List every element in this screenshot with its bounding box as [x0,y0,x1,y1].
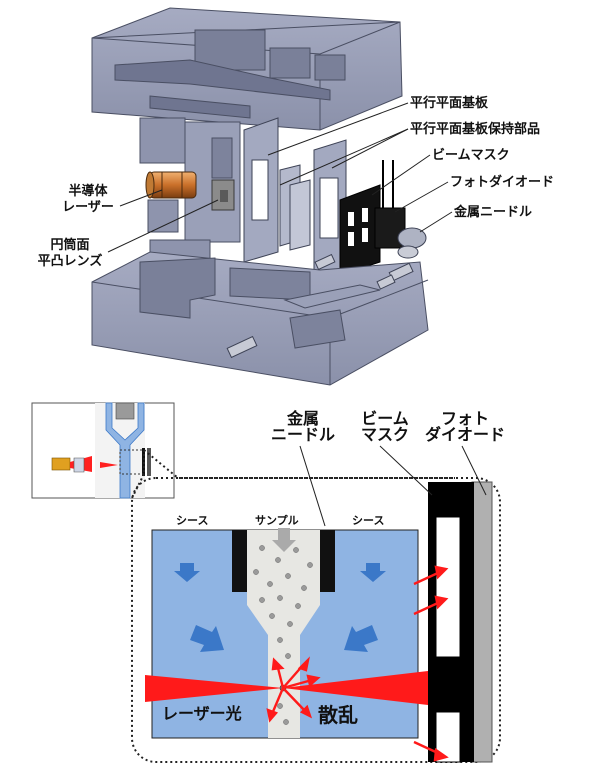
label-bottom-photodiode: フォト ダイオード [420,411,510,443]
photo-hdr-line2: ダイオード [424,425,505,444]
label-sheath-right: シース [352,514,385,527]
passing-light-arrows [413,565,449,762]
sample-channel [247,530,320,738]
semiconductor-laser [145,171,197,199]
label-sample: サンプル [255,514,299,527]
lower-housing [91,251,429,386]
zoom-frame [131,477,501,763]
bottom-leader-lines [299,445,487,527]
sample-particles [253,545,313,725]
label-bottom-needle: 金属 ニードル [268,411,338,443]
top-leader-lines [107,102,453,253]
lens-line1: 円筒面 [50,238,90,253]
beam-mask-assembly [428,481,493,763]
needle-left [232,530,247,592]
label-cylindrical-lens: 円筒面 平凸レンズ [28,238,112,270]
upper-housing [91,7,403,131]
label-beam-mask: ビームマスク [432,148,510,163]
inset-thumbnail [31,402,175,499]
photo-hdr-line1: フォト [440,409,489,428]
label-photodiode: フォトダイオード [450,175,555,190]
laser-line2: レーザー [62,200,114,215]
needle-hdr-line2: ニードル [270,425,335,444]
label-metal-needle: 金属ニードル [454,205,533,220]
sheath-arrows [174,563,386,652]
mask-hdr-line1: ビーム [361,409,409,428]
needle-hdr-line1: 金属 [286,409,319,428]
sample-arrow [272,528,296,552]
label-laser-light: レーザー光 [162,704,242,723]
label-substrate-holder: 平行平面基板保持部品 [410,122,541,137]
label-semiconductor-laser: 半導体 レーザー [52,184,124,216]
label-bottom-mask: ビーム マスク [350,411,420,443]
laser-beam [145,669,445,707]
lens-line2: 平凸レンズ [37,254,103,269]
laser-line1: 半導体 [68,184,108,199]
label-sheath-left: シース [176,514,209,527]
mask-hdr-line2: マスク [360,425,409,444]
needle-right [320,530,335,592]
label-scatter: 散乱 [318,703,358,727]
label-parallel-substrate: 平行平面基板 [410,96,489,111]
scatter-arrows [266,656,321,723]
